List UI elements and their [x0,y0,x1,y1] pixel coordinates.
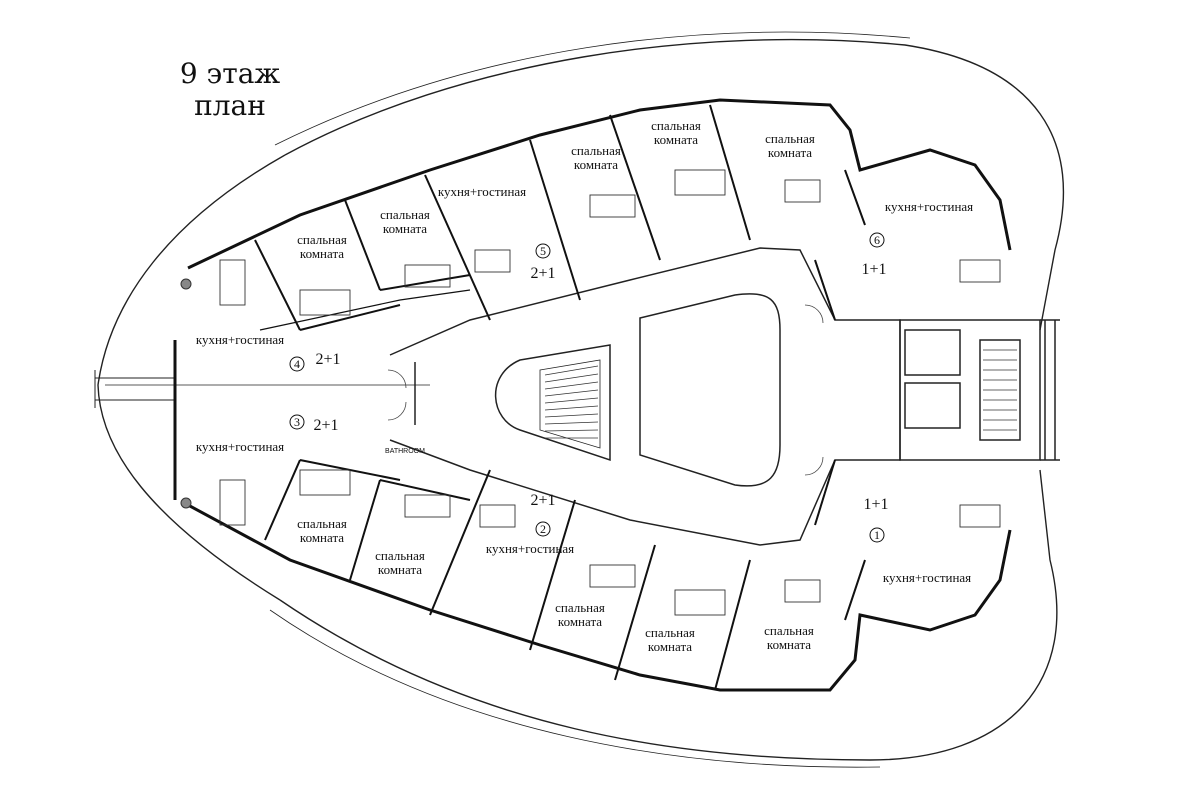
partitions-lower [264,459,866,691]
unit-number: 2 [540,522,546,536]
bedroom-label: комната [768,145,812,160]
bedroom-label: комната [378,562,422,577]
door-swings [387,304,824,476]
unit-type: 2+1 [315,351,340,368]
facade-walls [173,98,1012,692]
unit-number: 5 [540,244,546,258]
unit-number: 4 [294,357,300,371]
bedroom-label: комната [574,157,618,172]
kitchen-living-label: кухня+гостиная [438,184,526,199]
unit-1: 1 1+1 [863,496,889,543]
unit-number: 1 [874,528,880,542]
bedroom-label: спальная [555,600,605,615]
unit-6: 6 1+1 [861,232,887,278]
bedroom-label: спальная [645,625,695,640]
unit-type: 1+1 [863,496,888,513]
kitchen-living-label: кухня+гостиная [196,332,284,347]
bathroom-label: BATHROOM [385,448,425,455]
unit-3: 3 2+1 [289,414,339,434]
bedroom-label: спальная [764,623,814,638]
unit-4: 4 2+1 [289,351,341,372]
plan-label: план [194,89,266,122]
kitchen-living-label: кухня+гостиная [883,570,971,585]
kitchen-living-label: кухня+гостиная [885,199,973,214]
bedroom-labels-upper: спальная комната спальная комната спальн… [297,118,815,261]
bedroom-label: комната [767,637,811,652]
unit-type: 2+1 [530,492,555,509]
furniture [219,169,1001,616]
kitchen-living-labels: кухня+гостиная кухня+гостиная кухня+гост… [196,184,973,585]
columns [180,278,192,509]
service-core [899,319,1060,461]
bedroom-labels-lower: спальная комната спальная комната спальн… [297,516,814,654]
bedroom-label: комната [654,132,698,147]
plan-title: 9 этаж план [150,58,310,122]
bedroom-label: комната [300,530,344,545]
bedroom-label: спальная [765,131,815,146]
outer-envelope [94,31,1065,768]
bedroom-label: комната [383,221,427,236]
bedroom-label: спальная [297,232,347,247]
bedroom-label: спальная [297,516,347,531]
unit-type: 2+1 [313,417,338,434]
bedroom-label: комната [648,639,692,654]
bedroom-label: спальная [571,143,621,158]
unit-2: 2 2+1 [530,492,556,537]
bedroom-label: спальная [651,118,701,133]
kitchen-living-label: кухня+гостиная [486,541,574,556]
bedroom-label: комната [300,246,344,261]
bedroom-label: спальная [375,548,425,563]
stair-treads [544,365,599,439]
unit-number: 3 [294,415,300,429]
floor-label: 9 этаж [179,57,281,90]
unit-type: 1+1 [861,261,886,278]
unit-5: 5 2+1 [530,243,556,282]
unit-type: 2+1 [530,265,555,282]
bedroom-label: комната [558,614,602,629]
partitions-upper [254,104,866,331]
service-stair-treads [983,349,1017,431]
bedroom-label: спальная [380,207,430,222]
unit-number: 6 [874,233,880,247]
kitchen-living-label: кухня+гостиная [196,439,284,454]
